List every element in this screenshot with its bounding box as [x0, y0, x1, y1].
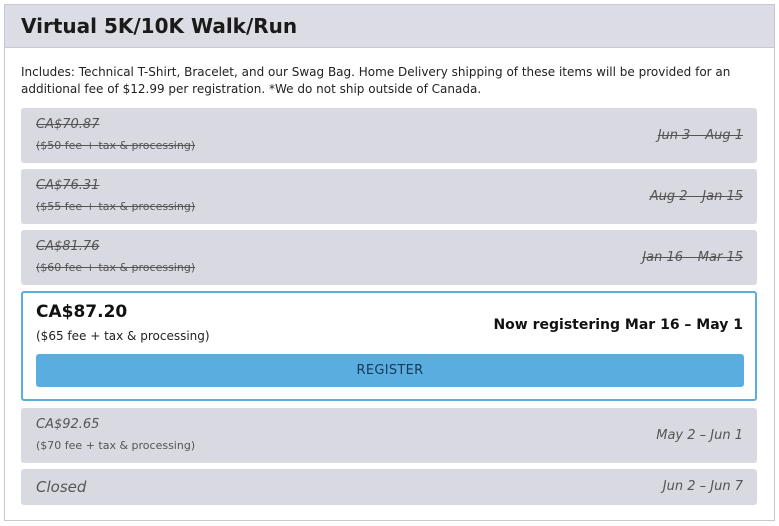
tier-fee: ($50 fee + tax & processing) [36, 139, 196, 152]
price-tier-current: CA$87.20 ($65 fee + tax & processing) No… [21, 291, 757, 401]
tier-price: CA$92.65 [36, 417, 100, 432]
price-tier-5: CA$92.65 ($70 fee + tax & processing) Ma… [21, 408, 757, 463]
tier-dates: Aug 2 – Jan 15 [649, 189, 743, 204]
tier-dates: May 2 – Jun 1 [656, 428, 743, 443]
tier-dates: Jan 16 – Mar 15 [642, 250, 743, 265]
price-tier-1: CA$70.87 ($50 fee + tax & processing) Ju… [21, 108, 757, 163]
tier-dates: Jun 3 – Aug 1 [657, 128, 743, 143]
tier-status: Closed [36, 478, 87, 496]
event-title: Virtual 5K/10K Walk/Run [21, 14, 298, 38]
tier-fee: ($70 fee + tax & processing) [36, 439, 196, 452]
register-button[interactable]: REGISTER [36, 354, 744, 387]
price-tier-2: CA$76.31 ($55 fee + tax & processing) Au… [21, 169, 757, 224]
tier-price: CA$70.87 [36, 117, 100, 132]
price-tier-3: CA$81.76 ($60 fee + tax & processing) Ja… [21, 230, 757, 285]
tier-dates: Now registering Mar 16 – May 1 [493, 317, 743, 333]
price-tier-closed: Closed Jun 2 – Jun 7 [21, 469, 757, 505]
registration-card: Virtual 5K/10K Walk/Run Includes: Techni… [4, 4, 775, 521]
event-description: Includes: Technical T-Shirt, Bracelet, a… [21, 65, 731, 96]
tier-price: CA$76.31 [36, 178, 100, 193]
tier-fee: ($65 fee + tax & processing) [36, 329, 210, 343]
tier-price: CA$87.20 [36, 302, 128, 322]
tier-dates: Jun 2 – Jun 7 [662, 479, 743, 494]
tier-fee: ($60 fee + tax & processing) [36, 261, 196, 274]
card-header: Virtual 5K/10K Walk/Run [5, 5, 774, 48]
tier-fee: ($55 fee + tax & processing) [36, 200, 196, 213]
tier-price: CA$81.76 [36, 239, 100, 254]
